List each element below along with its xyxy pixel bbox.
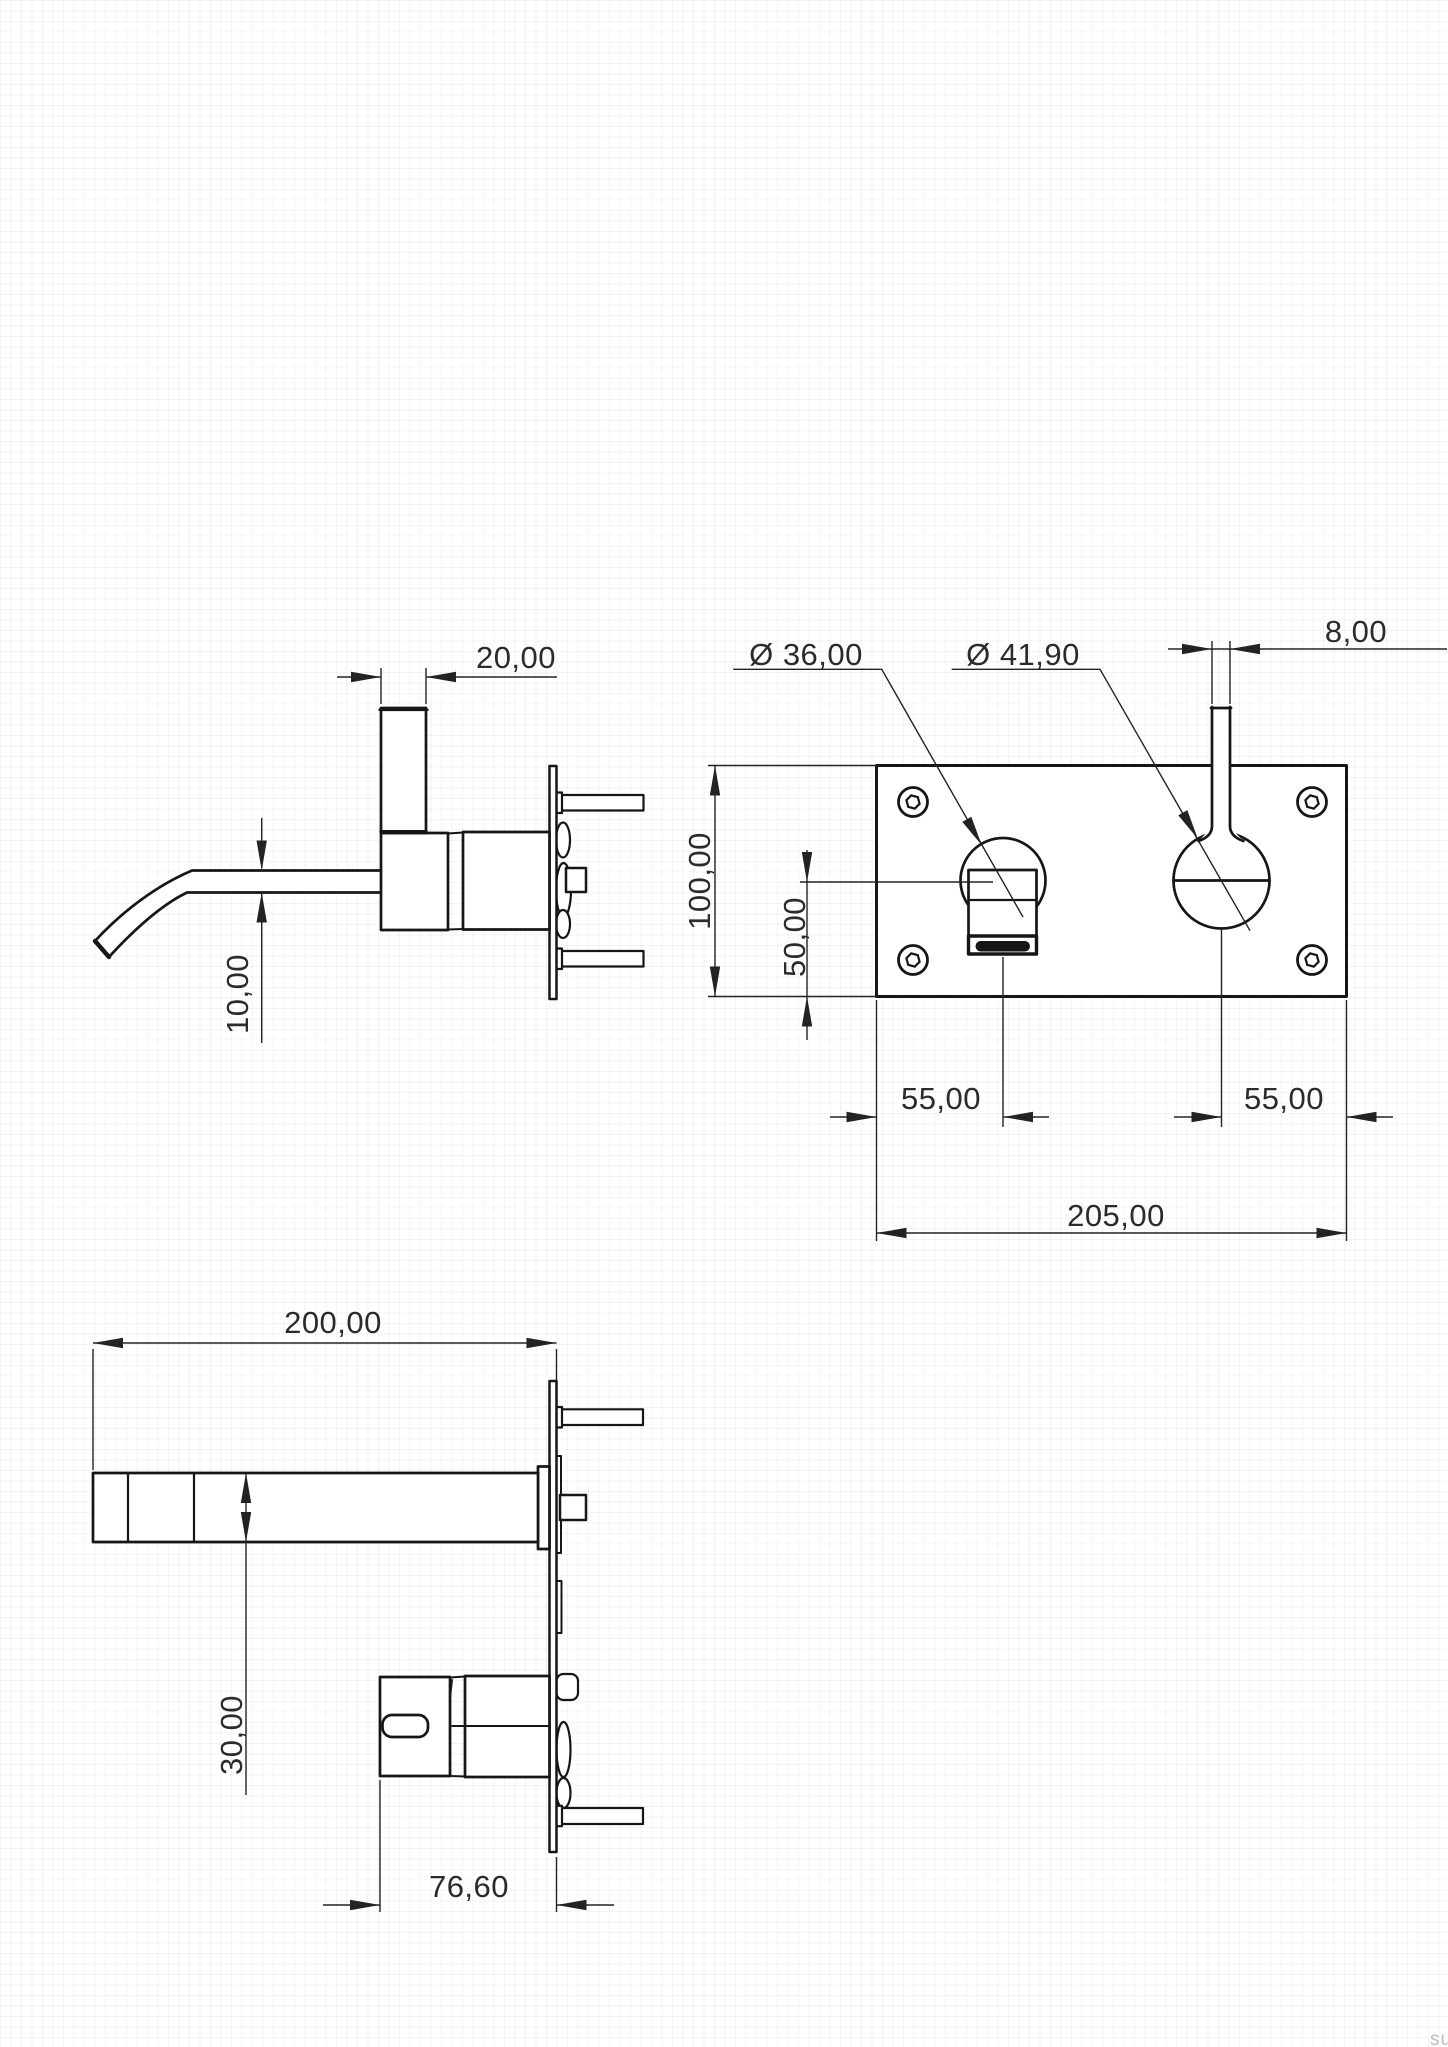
body-cylinder — [461, 830, 551, 931]
lever-rod — [1197, 705, 1245, 843]
plate-fill — [876, 765, 1347, 997]
dim-spout-thickness: 10,00 — [220, 818, 267, 1043]
dim-spout-thickness-label: 10,00 — [220, 954, 255, 1034]
side-view-straight-spout: 200,00 30,00 76,60 — [91, 1305, 645, 1912]
lever-slot — [381, 1713, 430, 1739]
aerator-slot — [975, 941, 1030, 952]
spout-segment-lines — [126, 1471, 196, 1544]
dim-spout-height: 30,00 — [214, 1473, 252, 1795]
dim-plate-height: 100,00 — [682, 764, 876, 998]
spout-tip — [92, 938, 112, 960]
dim-plate-height-label: 100,00 — [682, 832, 717, 930]
dim-handle-offset-label: 55,00 — [1244, 1081, 1324, 1116]
taper-lines — [447, 831, 464, 931]
spout-flange — [536, 1465, 551, 1551]
dim-lever-width-label: 8,00 — [1325, 614, 1387, 649]
dim-spout-height-label: 30,00 — [214, 1695, 249, 1775]
dim-spout-center-height-label: 50,00 — [777, 897, 812, 977]
dim-spout-center-height: 50,00 — [777, 850, 993, 1040]
mixer-body — [379, 831, 450, 932]
supply-stub — [558, 1493, 588, 1522]
watermark-text: su — [1430, 2029, 1448, 2047]
dim-spout-offset-label: 55,00 — [901, 1081, 981, 1116]
mounting-rod-bottom — [555, 1806, 645, 1826]
dim-plate-width-label: 205,00 — [1067, 1198, 1165, 1233]
dim-handle-width-label: 20,00 — [476, 640, 556, 675]
spout-fill — [95, 870, 381, 957]
screw-icon — [897, 786, 929, 818]
screw-icon — [1296, 944, 1328, 976]
side-view-curved-spout: 20,00 10,00 — [92, 640, 645, 1043]
cartridge-cap — [555, 1672, 580, 1702]
dim-body-depth-label: 76,60 — [429, 1869, 509, 1904]
screw-icon — [1296, 786, 1328, 818]
screw-icon — [897, 944, 929, 976]
cartridge-lobe — [554, 821, 572, 859]
dim-spout-diameter: Ø 36,00 — [733, 637, 1024, 918]
mounting-rod-top — [555, 793, 645, 812]
dim-handle-diameter: Ø 41,90 — [951, 637, 1251, 932]
lever-rod-fill — [1199, 707, 1243, 841]
mounting-rod-bottom — [555, 949, 645, 968]
front-view-wall-plate: Ø 36,00 Ø 41,90 8,00 100,00 — [682, 614, 1447, 1241]
taper-lines — [449, 1675, 466, 1778]
dim-lever-width: 8,00 — [1168, 614, 1447, 704]
dim-handle-width: 20,00 — [337, 640, 557, 704]
dim-spout-diameter-label: Ø 36,00 — [749, 637, 863, 672]
lever-handle — [379, 706, 428, 835]
mounting-rod-top — [555, 1408, 645, 1427]
dim-spout-offset: 55,00 — [830, 957, 1049, 1241]
wall-plate-outline — [875, 764, 1348, 998]
dim-plate-width: 205,00 — [876, 1198, 1347, 1239]
cartridge-lobe — [555, 1720, 572, 1779]
straight-spout — [91, 1471, 540, 1544]
dim-handle-diameter-label: Ø 41,90 — [966, 637, 1080, 672]
dim-body-depth: 76,60 — [323, 1780, 614, 1912]
dim-handle-offset: 55,00 — [1174, 930, 1393, 1241]
dim-spout-length-label: 200,00 — [284, 1305, 382, 1340]
wall-plate-edge — [548, 1379, 558, 1854]
cartridge-lobe — [554, 908, 572, 940]
dim-spout-length: 200,00 — [92, 1305, 558, 1470]
cartridge-lobe — [555, 1776, 572, 1810]
supply-stub — [564, 866, 588, 894]
curved-spout — [93, 869, 383, 959]
